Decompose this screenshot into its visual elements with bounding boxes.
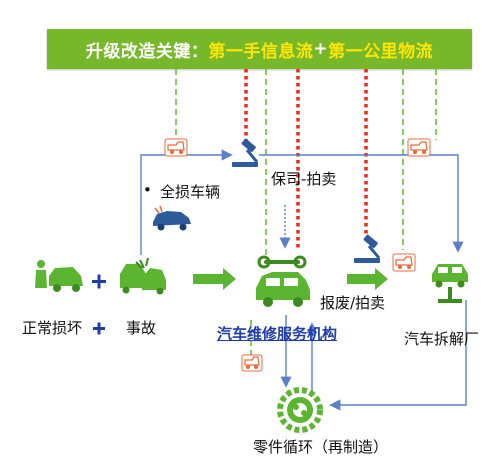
- banner-info-flow: 第一手信息流: [208, 41, 314, 62]
- gear-cycle-icon: [277, 387, 323, 433]
- banner-logistics: 第一公里物流: [328, 41, 434, 62]
- logistics-dashed-lines: [175, 69, 437, 360]
- mechanic-car-icon: [35, 260, 83, 292]
- dismantler-label: 汽车拆解厂: [404, 330, 480, 348]
- plus-icon: [92, 274, 106, 289]
- banner-plus: +: [313, 39, 329, 59]
- car-lift-icon: [432, 264, 468, 303]
- tow-truck-icon: [164, 138, 188, 157]
- key-banner: 升级改造关键： 第一手信息流 + 第一公里物流: [47, 29, 472, 69]
- repair-org-label: 汽车维修服务机构: [217, 325, 338, 343]
- banner-prefix: 升级改造关键：: [85, 41, 209, 62]
- plus-icon: [93, 322, 105, 335]
- insurer-auction-label: 保司-拍卖: [271, 170, 337, 188]
- parts-cycle-label: 零件循环（再制造）: [253, 438, 389, 456]
- tow-truck-icon: [392, 253, 416, 272]
- accident-label: 事故: [126, 319, 157, 337]
- normal-damage-label: 正常损坏: [22, 319, 83, 337]
- gavel-icon: [232, 138, 259, 167]
- gavel-icon: [354, 234, 381, 263]
- scrap-auction-label: 报废/拍卖: [320, 294, 386, 312]
- total-loss-label: 全损车辆: [160, 183, 221, 201]
- repair-car-icon: [256, 255, 310, 307]
- tow-truck-icon: [241, 354, 263, 372]
- car-crash-icon: [120, 257, 166, 295]
- bullet-marker: •: [143, 181, 152, 199]
- crashed-car-icon: [153, 205, 191, 231]
- info-flow-dotted-lines: [244, 69, 368, 250]
- connector-lines: [140, 149, 467, 411]
- tow-truck-icon: [407, 138, 431, 157]
- green-arrows: [193, 268, 388, 290]
